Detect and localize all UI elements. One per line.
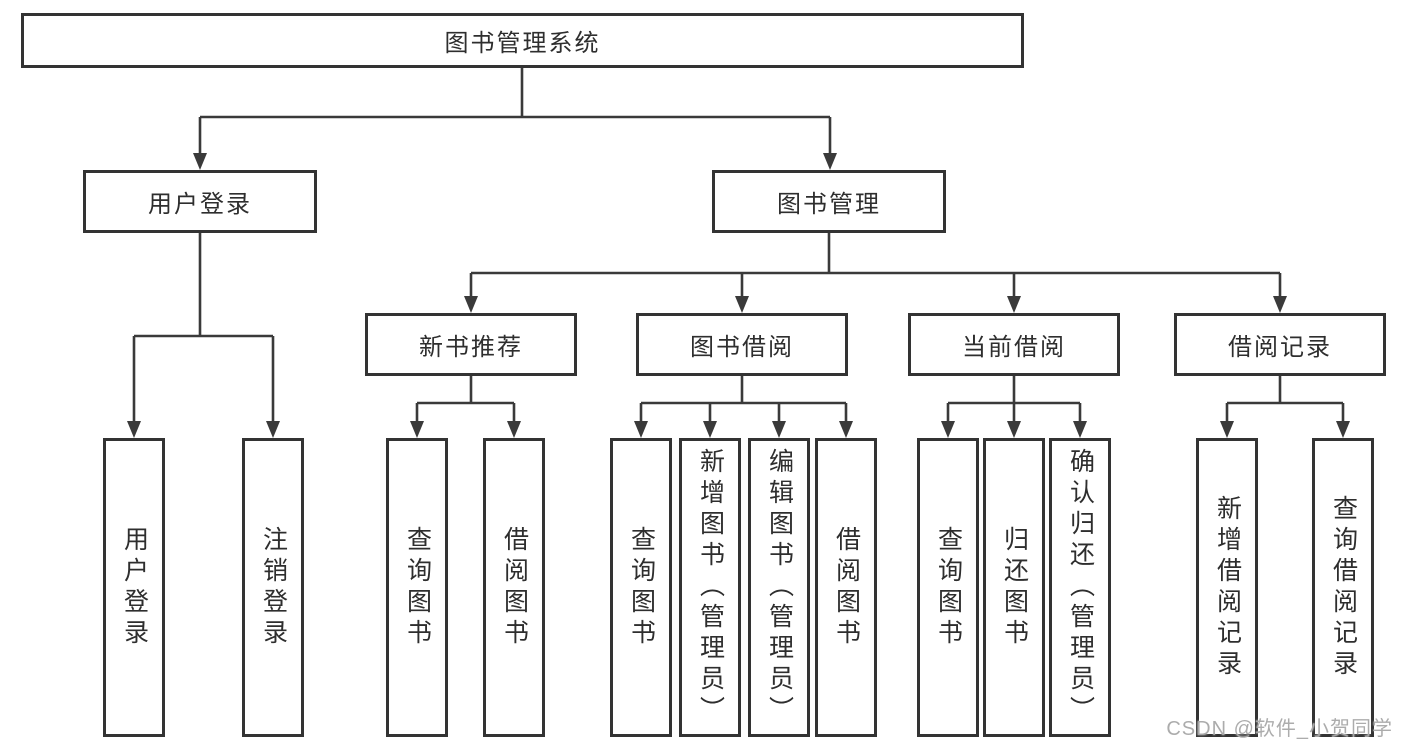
node-label: 用户登录 [148, 191, 252, 218]
leaf-nb-borrow-books: 借阅图书 [483, 438, 545, 737]
node-library-management-system: 图书管理系统 [21, 13, 1024, 68]
leaf-br-add-borrow-record: 新增借阅记录 [1196, 438, 1258, 737]
node-book-borrowing: 图书借阅 [636, 313, 848, 376]
node-current-borrowing: 当前借阅 [908, 313, 1120, 376]
node-borrowing-records: 借阅记录 [1174, 313, 1386, 376]
leaf-br-query-borrow-record: 查询借阅记录 [1312, 438, 1374, 737]
node-label: 借阅记录 [1228, 334, 1332, 361]
node-label: 图书借阅 [690, 334, 794, 361]
node-label: 新书推荐 [419, 334, 523, 361]
leaf-bb-query-books: 查询图书 [610, 438, 672, 737]
node-label: 图书管理系统 [444, 30, 601, 57]
leaf-user-login: 用户登录 [103, 438, 165, 737]
leaf-bb-edit-books-admin: 编辑图书（管理员） [748, 438, 810, 737]
leaf-cb-confirm-return-admin: 确认归还（管理员） [1049, 438, 1111, 737]
leaf-bb-borrow-books: 借阅图书 [815, 438, 877, 737]
leaf-bb-add-books-admin: 新增图书（管理员） [679, 438, 741, 737]
csdn-watermark: CSDN @软件_小贺同学 [1166, 718, 1393, 740]
node-book-management: 图书管理 [712, 170, 946, 233]
leaf-logout: 注销登录 [242, 438, 304, 737]
node-label: 当前借阅 [962, 334, 1066, 361]
leaf-cb-query-books: 查询图书 [917, 438, 979, 737]
leaf-nb-query-books: 查询图书 [386, 438, 448, 737]
leaf-cb-return-books: 归还图书 [983, 438, 1045, 737]
node-label: 图书管理 [777, 191, 881, 218]
node-user-login: 用户登录 [83, 170, 317, 233]
node-new-book-recommend: 新书推荐 [365, 313, 577, 376]
